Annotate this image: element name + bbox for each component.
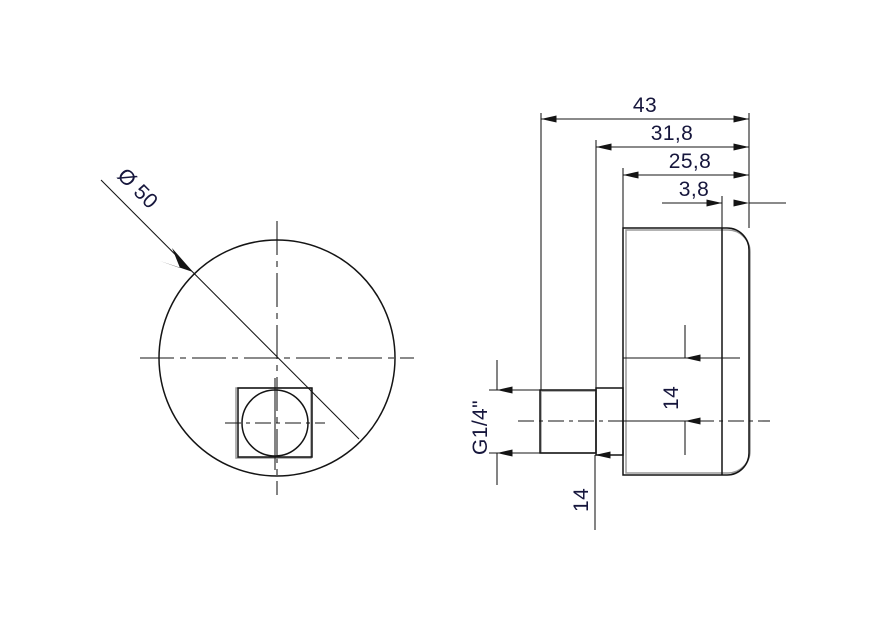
dimension-14-upper-label: 14	[660, 386, 683, 410]
dimension-14-lower-label: 14	[570, 488, 593, 512]
dimension-43-text: 43	[633, 94, 657, 117]
diameter-dimension-label: Ø 50	[113, 164, 163, 214]
dimension-25-8: 25,8	[623, 150, 749, 179]
dimension-14-lower: 14	[570, 451, 611, 530]
dimension-3-8-text: 3,8	[679, 178, 709, 201]
dimension-31-8-text: 31,8	[651, 122, 693, 145]
dimension-14-upper-text: 14	[660, 386, 683, 410]
dimension-thread-label: G1/4"	[469, 400, 492, 455]
diameter-dimension-text: Ø 50	[113, 164, 163, 214]
dimension-14-lower-text: 14	[570, 488, 593, 512]
dimension-14-upper: 14	[623, 325, 740, 455]
dimension-31-8: 31,8	[596, 122, 749, 151]
diameter-leader-arrowhead	[160, 248, 193, 272]
case-body-shadow	[625, 229, 751, 474]
threaded-stem-shadow	[540, 390, 597, 454]
dimension-3-8: 3,8	[662, 178, 786, 207]
side-view: 43 31,8 25,8 3,8	[469, 94, 786, 530]
dimension-thread-text: G1/4"	[469, 400, 492, 455]
dimension-thread-g14: G1/4"	[469, 360, 540, 485]
case-body-outline	[622, 227, 750, 476]
dimension-25-8-text: 25,8	[669, 150, 711, 173]
front-view: Ø 50	[100, 164, 414, 495]
diameter-leader-line	[100, 179, 360, 440]
dimension-43: 43	[541, 94, 749, 123]
